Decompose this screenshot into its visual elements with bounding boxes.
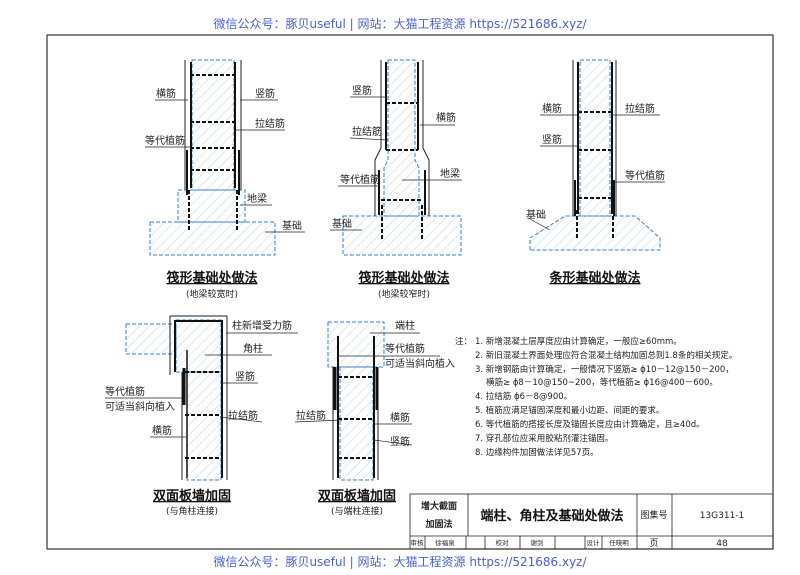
label-xiexiang: 可适当斜向植入: [105, 400, 175, 413]
note-item: 6. 等代植筋的搭接长度及锚固长度应由计算确定，且≥40d。: [475, 419, 705, 430]
label-hengjin: 横筋: [390, 411, 410, 424]
atlas-label: 图集号: [640, 509, 667, 521]
detail-strip-foundation: 横筋 拉结筋 竖筋 等代植筋 基础 条形基础处做法: [526, 59, 665, 286]
detail-title: 筏形基础处做法: [166, 270, 257, 286]
note-item: 3. 新增钢筋由计算确定，一般情况下竖筋≥ ϕ10－12@150－200，: [475, 364, 734, 375]
page-number: 48: [716, 539, 728, 549]
detail-title: 筏形基础处做法: [358, 270, 449, 286]
note-item: 横筋≥ ϕ8－10@150~200，等代植筋≥ ϕ16@400－600。: [486, 377, 718, 388]
detail-title: 双面板墙加固: [153, 488, 231, 504]
designer-name: 任晓明: [609, 538, 629, 547]
label-duanzhu: 端柱: [395, 319, 415, 332]
note-item: 5. 植筋应满足锚固深度和最小边距、间距的要求。: [475, 405, 664, 416]
notes-prefix: 注：: [455, 336, 472, 347]
detail-wall-end-column: 端柱 等代植筋 可适当斜向植入 拉结筋 横筋 竖筋 双面板墙加固 (与端柱连接): [294, 319, 455, 517]
detail-title: 条形基础处做法: [549, 270, 640, 286]
label-dengdai: 等代植筋: [385, 342, 425, 355]
label-lajiejin: 拉结筋: [352, 125, 382, 138]
label-diliang: 地梁: [247, 192, 267, 205]
note-item: 1. 新增混凝土层厚度应由计算确定，一般应≥60mm。: [475, 336, 682, 347]
label-zhuxinzeng: 柱新增受力筋: [232, 319, 292, 332]
label-dengdai: 等代植筋: [145, 134, 185, 147]
checker-name: 谢剑: [531, 538, 544, 547]
label-lajiejin: 拉结筋: [255, 117, 285, 130]
label-lajiejin: 拉结筋: [228, 409, 258, 422]
design-label: 设计: [587, 538, 601, 547]
note-item: 2. 新旧混凝土界面处理应符合混凝土结构加固总则1.8条的相关规定。: [475, 350, 737, 361]
label-lajiejin: 拉结筋: [296, 409, 326, 422]
label-dengdai: 等代植筋: [105, 385, 145, 398]
note-item: 7. 穿孔部位应采用胶粘剂灌注锚固。: [475, 433, 613, 444]
title-block-title: 端柱、角柱及基础处做法: [480, 508, 623, 524]
watermark-bottom: 微信公众号：豚贝useful | 网站：大猫工程资源 https://52168…: [213, 554, 587, 569]
label-jichu: 基础: [332, 217, 352, 230]
label-jiaozhu: 角柱: [243, 342, 263, 355]
detail-raft-narrow-beam: 竖筋 横筋 拉结筋 等代植筋 地梁 基础 筏形基础处做法 (地梁较窄时): [330, 59, 462, 300]
review-label: 审核: [411, 538, 425, 547]
label-hengjin: 横筋: [436, 111, 456, 124]
label-hengjin: 横筋: [542, 102, 562, 115]
label-shujin: 竖筋: [390, 435, 410, 448]
note-item: 4. 拉结筋 ϕ6－8@900。: [475, 391, 572, 402]
label-diliang: 地梁: [440, 167, 460, 180]
detail-subtitle: (地梁较宽时): [186, 288, 238, 300]
page-label: 页: [649, 538, 658, 549]
label-xiexiang: 可适当斜向植入: [385, 357, 455, 370]
label-shujin: 竖筋: [235, 370, 255, 383]
label-jichu: 基础: [526, 208, 546, 221]
label-dengdai: 等代植筋: [625, 169, 665, 182]
note-item: 8. 边缘构件加固做法详见57页。: [475, 447, 599, 458]
title-block-category: 加固法: [424, 518, 452, 530]
title-block-category: 增大截面: [421, 500, 457, 512]
label-jichu: 基础: [282, 219, 302, 232]
detail-wall-corner-column: 柱新增受力筋 角柱 竖筋 等代植筋 可适当斜向植入 拉结筋 横筋 双面板墙加固 …: [105, 315, 298, 517]
label-lajiejin: 拉结筋: [625, 102, 655, 115]
label-shujin: 竖筋: [542, 133, 562, 146]
check-label: 校对: [496, 538, 510, 547]
notes: 注： 1. 新增混凝土层厚度应由计算确定，一般应≥60mm。 2. 新旧混凝土界…: [455, 336, 737, 458]
detail-raft-wide-beam: 横筋 竖筋 拉结筋 等代植筋 地梁 基础 筏形基础处做法 (地梁较宽时): [145, 59, 305, 300]
reviewer-name: 徐福泉: [435, 538, 455, 547]
label-hengjin: 横筋: [152, 424, 172, 437]
label-dengdai: 等代植筋: [340, 173, 380, 186]
label-hengjin: 横筋: [156, 87, 176, 100]
detail-subtitle: (与角柱连接): [166, 505, 218, 517]
title-block: [409, 493, 774, 550]
detail-title: 双面板墙加固: [318, 488, 396, 504]
detail-subtitle: (地梁较窄时): [378, 288, 430, 300]
watermark-top: 微信公众号：豚贝useful | 网站：大猫工程资源 https://52168…: [213, 16, 587, 31]
label-shujin: 竖筋: [352, 84, 372, 97]
atlas-number: 13G311-1: [700, 511, 745, 521]
detail-subtitle: (与端柱连接): [331, 505, 383, 517]
label-shujin: 竖筋: [255, 87, 275, 100]
